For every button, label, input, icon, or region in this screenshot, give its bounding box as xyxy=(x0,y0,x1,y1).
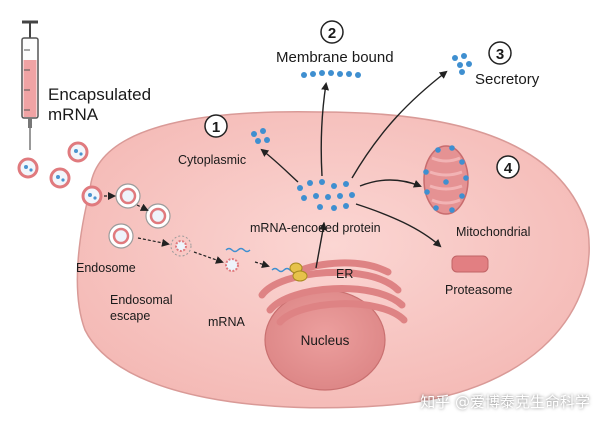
lipid-nanoparticles xyxy=(17,141,103,207)
label-endosome: Endosome xyxy=(76,261,136,275)
label-endosomal: Endosomal xyxy=(110,293,173,307)
translation-arrow xyxy=(315,222,327,269)
protein-cluster xyxy=(297,179,355,211)
step-3-number: 3 xyxy=(496,46,504,63)
cytoplasmic-proteins xyxy=(251,128,270,144)
label-encapsulated: Encapsulated xyxy=(48,85,151,104)
step-1-number: 1 xyxy=(212,119,220,136)
uptake-arrows xyxy=(104,192,270,269)
label-escape: escape xyxy=(110,309,150,323)
watermark: 知乎 @爱博泰克生命科学 xyxy=(420,393,590,411)
label-mrna: mRNA xyxy=(208,315,245,329)
label-secretory: Secretory xyxy=(475,71,540,88)
step-markers xyxy=(204,20,520,179)
label-mrna-protein: mRNA-encoded protein xyxy=(250,221,381,235)
destination-arrows xyxy=(260,70,448,248)
label-nucleus: Nucleus xyxy=(301,333,350,348)
endoplasmic-reticulum xyxy=(258,259,408,326)
ribosome xyxy=(289,262,308,282)
label-er: ER xyxy=(336,267,353,281)
proteasome xyxy=(451,255,489,273)
step-4-number: 4 xyxy=(504,160,513,177)
syringe-icon xyxy=(21,20,39,150)
label-membrane-bound: Membrane bound xyxy=(276,49,394,66)
step-2-number: 2 xyxy=(328,25,336,42)
mitochondrial-proteins xyxy=(423,145,469,213)
label-proteasome: Proteasome xyxy=(445,283,512,297)
label-cytoplasmic: Cytoplasmic xyxy=(178,153,246,167)
label-mrna-top: mRNA xyxy=(48,105,99,124)
label-mitochondrial: Mitochondrial xyxy=(456,225,530,239)
secretory-proteins xyxy=(452,53,472,75)
membrane-bound-proteins xyxy=(301,70,361,78)
endosomes xyxy=(108,183,239,272)
lnp-payload xyxy=(24,149,97,200)
